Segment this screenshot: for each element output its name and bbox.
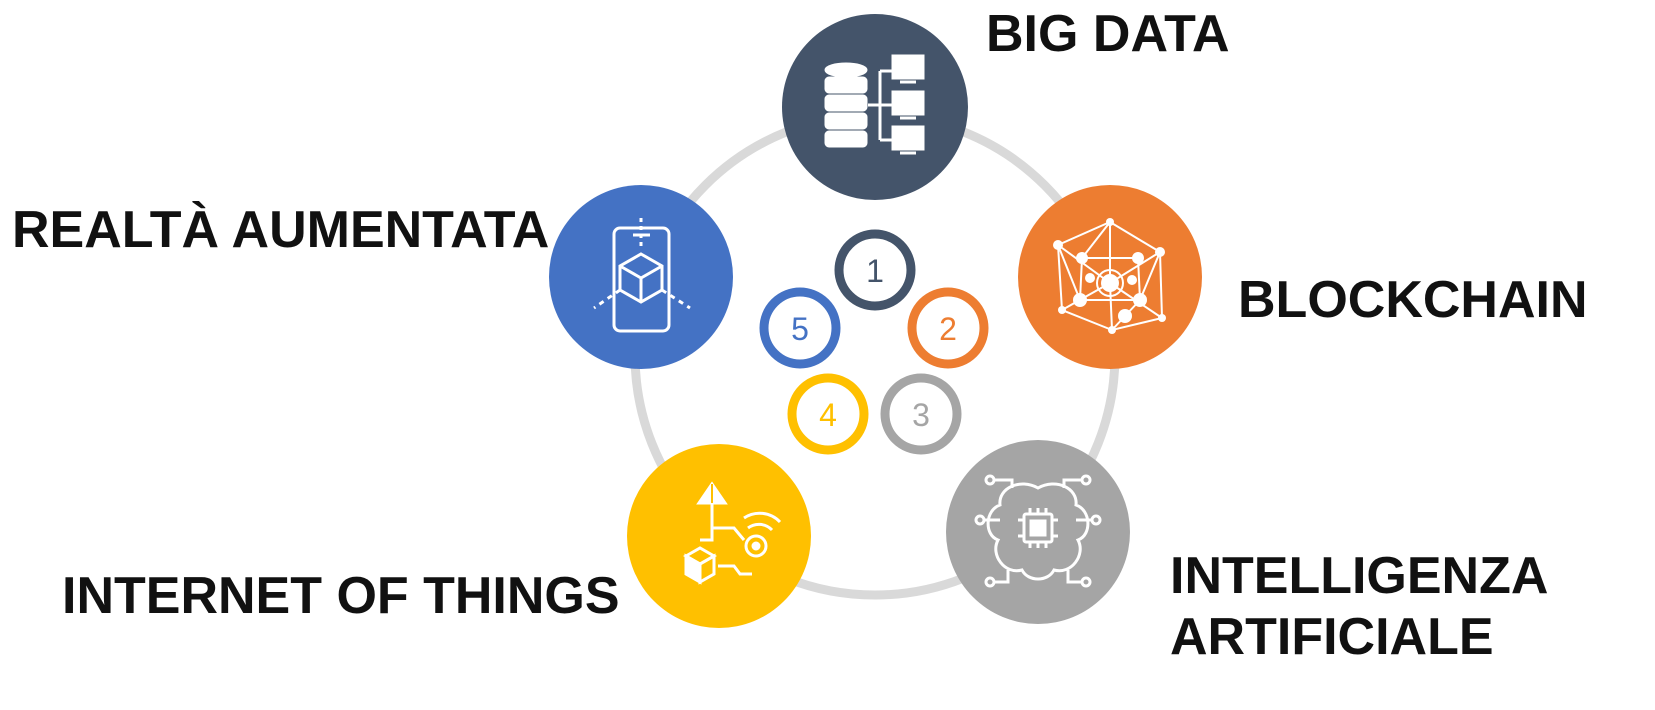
label-big-data-line-1: BIG DATA (986, 5, 1230, 63)
node-big-data-circle (782, 14, 968, 200)
database-network-icon (824, 54, 925, 155)
number-badge-5: 5 (759, 287, 841, 369)
brain-chip-icon (974, 474, 1102, 588)
number-badge-3: 3 (880, 373, 962, 455)
label-iot-line-1: INTERNET OF THINGS (62, 567, 620, 625)
label-big-data: BIG DATA (986, 4, 1230, 65)
number-badge-3-text: 3 (912, 397, 930, 433)
node-blockchain (1018, 185, 1202, 369)
label-blockchain: BLOCKCHAIN (1238, 270, 1588, 331)
node-ai (946, 440, 1130, 624)
ar-phone-cube-icon (593, 218, 691, 333)
node-big-data (782, 14, 968, 200)
number-badge-5-text: 5 (791, 311, 809, 347)
iot-devices-icon (682, 481, 782, 585)
number-badge-1: 1 (834, 229, 916, 311)
label-ai: INTELLIGENZA ARTIFICIALE (1170, 546, 1548, 669)
label-ai-line-1: INTELLIGENZA (1170, 547, 1549, 605)
label-blockchain-line-1: BLOCKCHAIN (1238, 271, 1588, 329)
label-ar-line-1: REALTÀ AUMENTATA (12, 201, 550, 259)
number-badge-4-text: 4 (819, 397, 837, 433)
node-ar (549, 185, 733, 369)
node-iot-circle (627, 444, 811, 628)
number-badge-4: 4 (787, 373, 869, 455)
node-iot (627, 444, 811, 628)
number-badge-2-text: 2 (939, 311, 957, 347)
label-ai-line-2: ARTIFICIALE (1170, 608, 1494, 667)
number-badge-2: 2 (907, 287, 989, 369)
blockchain-network-icon (1053, 218, 1166, 334)
label-iot: INTERNET OF THINGS (62, 566, 620, 627)
number-badge-1-text: 1 (866, 253, 884, 289)
label-ar: REALTÀ AUMENTATA (12, 200, 549, 261)
